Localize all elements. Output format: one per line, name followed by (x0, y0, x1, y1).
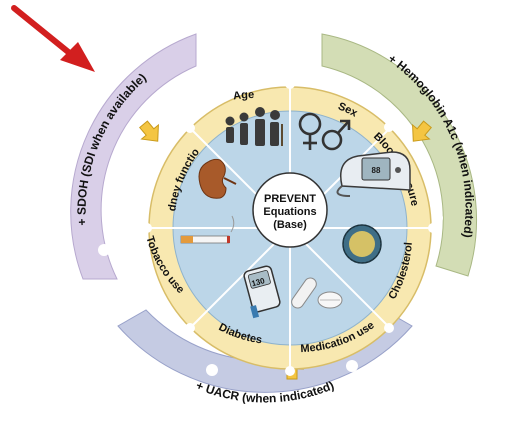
kidney-icon (198, 158, 237, 199)
hba1c-down-arrow-icon (412, 120, 432, 142)
segment-label-age: Age (232, 89, 254, 102)
sdoh-down-arrow-icon (139, 120, 159, 142)
svg-text:88: 88 (372, 166, 381, 175)
hba1c-arc (321, 33, 478, 277)
pills-icon (291, 277, 343, 309)
sex-symbols-icon (298, 112, 351, 151)
sdoh-arc (70, 33, 197, 280)
center-title-line3: (Base) (273, 219, 307, 231)
uacr-puzzle-tab-left (206, 364, 218, 376)
red-pointer-arrow-icon (11, 5, 95, 72)
glucose-meter-icon: 130 (243, 265, 281, 319)
cholesterol-particle-icon (342, 224, 382, 264)
hba1c-puzzle-tab (431, 212, 443, 224)
blood-pressure-monitor-icon: 88 (336, 151, 411, 197)
uacr-arc (117, 309, 413, 393)
family-icon (225, 107, 283, 146)
glucose-reading: 130 (251, 276, 267, 288)
center-title-line1: PREVENT (264, 193, 316, 205)
center-circle (252, 172, 328, 248)
sdoh-puzzle-tab (98, 244, 110, 256)
uacr-puzzle-tab-right (346, 360, 358, 372)
center-title-line2: Equations (263, 206, 316, 218)
cigarette-icon (180, 215, 235, 244)
ring-puzzle-tabs (142, 79, 438, 376)
